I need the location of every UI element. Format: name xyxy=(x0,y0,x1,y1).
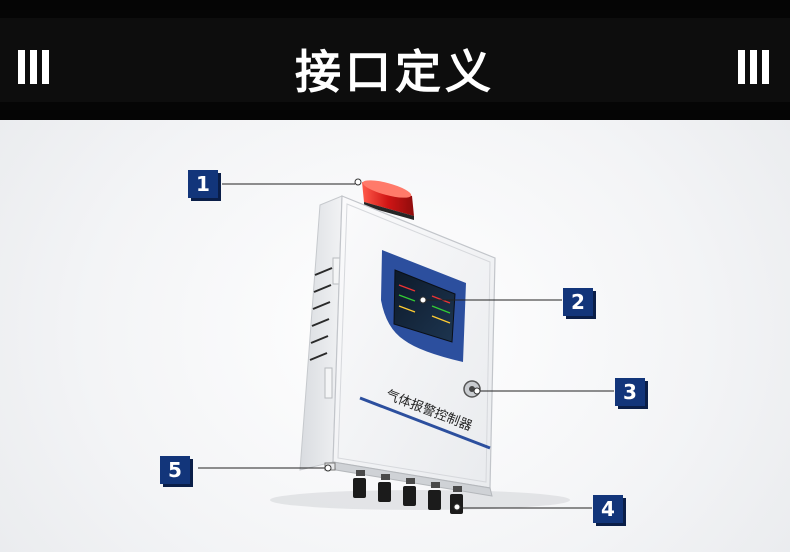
screen-readouts xyxy=(398,284,451,324)
callout-1: 1 xyxy=(188,170,218,198)
display-screen xyxy=(393,269,456,343)
device-shadow xyxy=(270,490,570,510)
header-bar: 接口定义 xyxy=(0,0,790,120)
label-stripe xyxy=(359,396,491,450)
callout-lines xyxy=(198,183,614,509)
callout-3: 3 xyxy=(615,378,645,406)
decor-bars-left xyxy=(18,50,54,88)
callout-2: 2 xyxy=(563,288,593,316)
callout-4: 4 xyxy=(593,495,623,523)
callout-anchors xyxy=(324,178,481,511)
callout-5: 5 xyxy=(160,456,190,484)
alarm-light xyxy=(362,180,414,220)
hinge-bottom xyxy=(324,367,333,399)
header-band xyxy=(0,18,790,102)
page-title: 接口定义 xyxy=(295,45,495,99)
decor-bars-right xyxy=(738,50,774,88)
side-vents xyxy=(309,267,333,361)
